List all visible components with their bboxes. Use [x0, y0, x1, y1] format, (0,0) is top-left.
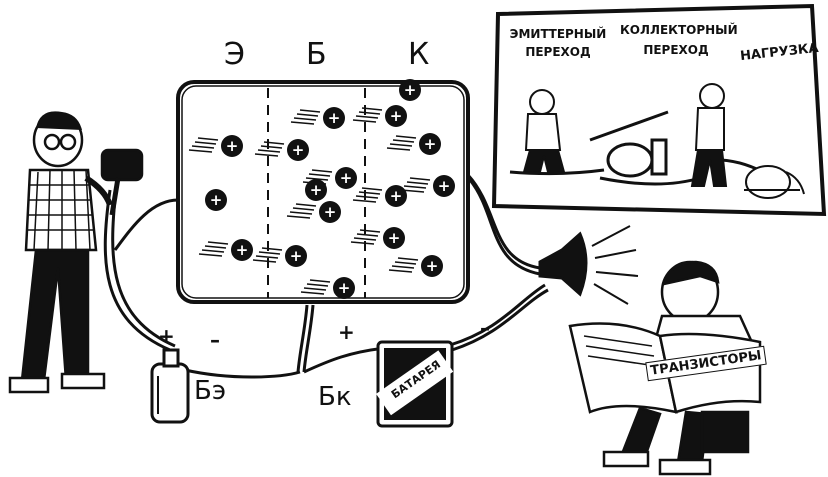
hole-particle: +: [386, 133, 441, 155]
hole-particle: +: [252, 245, 307, 267]
collector-battery-label: Бк: [318, 382, 352, 412]
svg-text:+: +: [390, 187, 403, 205]
scientist-figure: [8, 111, 144, 394]
hole-particle: +: [300, 277, 355, 299]
svg-text:+: +: [292, 141, 305, 159]
reader-figure: [568, 260, 762, 476]
speaker-icon: [538, 225, 639, 305]
hole-particle: +: [400, 175, 455, 197]
svg-text:+: +: [236, 241, 249, 259]
emitter-battery-plus: +: [158, 324, 175, 348]
base-region-label: Б: [306, 37, 327, 72]
collector-region-label: К: [408, 37, 430, 72]
collector-battery-plus: +: [338, 320, 355, 344]
svg-text:+: +: [210, 191, 223, 209]
svg-text:+: +: [438, 177, 451, 195]
hammer-head: [100, 148, 144, 182]
hole-particle: +: [352, 185, 407, 207]
emitter-battery-label: Бэ: [194, 376, 227, 406]
hole-particle: +: [352, 105, 407, 127]
emitter-region-label: Э: [224, 37, 245, 72]
hole-particle: +: [205, 189, 227, 211]
hole-particle: +: [350, 227, 405, 249]
hole-particle: +: [399, 79, 421, 101]
hole-particle: +: [290, 107, 345, 129]
hole-particle: +: [188, 135, 243, 157]
hole-particle: +: [198, 239, 253, 261]
holes-group: +++++++++++++++++: [188, 79, 455, 299]
transistor-crystal: +++++++++++++++++: [176, 79, 470, 304]
svg-text:+: +: [404, 81, 417, 99]
svg-text:+: +: [426, 257, 439, 275]
svg-text:+: +: [310, 181, 323, 199]
hole-particle: +: [254, 139, 309, 161]
hole-particle: +: [388, 255, 443, 277]
svg-text:+: +: [338, 279, 351, 297]
svg-text:+: +: [424, 135, 437, 153]
svg-text:+: +: [226, 137, 239, 155]
svg-text:+: +: [290, 247, 303, 265]
emitter-battery-minus: –: [210, 328, 220, 352]
collector-battery: [376, 340, 454, 428]
inset-panel: [491, 3, 827, 217]
hole-particle: +: [302, 167, 357, 189]
inset-collector-junction-label: КОЛЛЕКТОРНЫЙ ПЕРЕХОД: [620, 23, 738, 57]
hole-particle: +: [286, 201, 341, 223]
svg-text:+: +: [388, 229, 401, 247]
svg-text:+: +: [390, 107, 403, 125]
svg-text:+: +: [328, 109, 341, 127]
svg-text:+: +: [324, 203, 337, 221]
emitter-battery: [150, 348, 190, 424]
collector-battery-minus: –: [480, 316, 490, 340]
inset-emitter-junction-label: ЭМИТТЕРНЫЙ ПЕРЕХОД: [509, 27, 607, 59]
hole-particle: +: [305, 179, 327, 201]
svg-text:+: +: [340, 169, 353, 187]
